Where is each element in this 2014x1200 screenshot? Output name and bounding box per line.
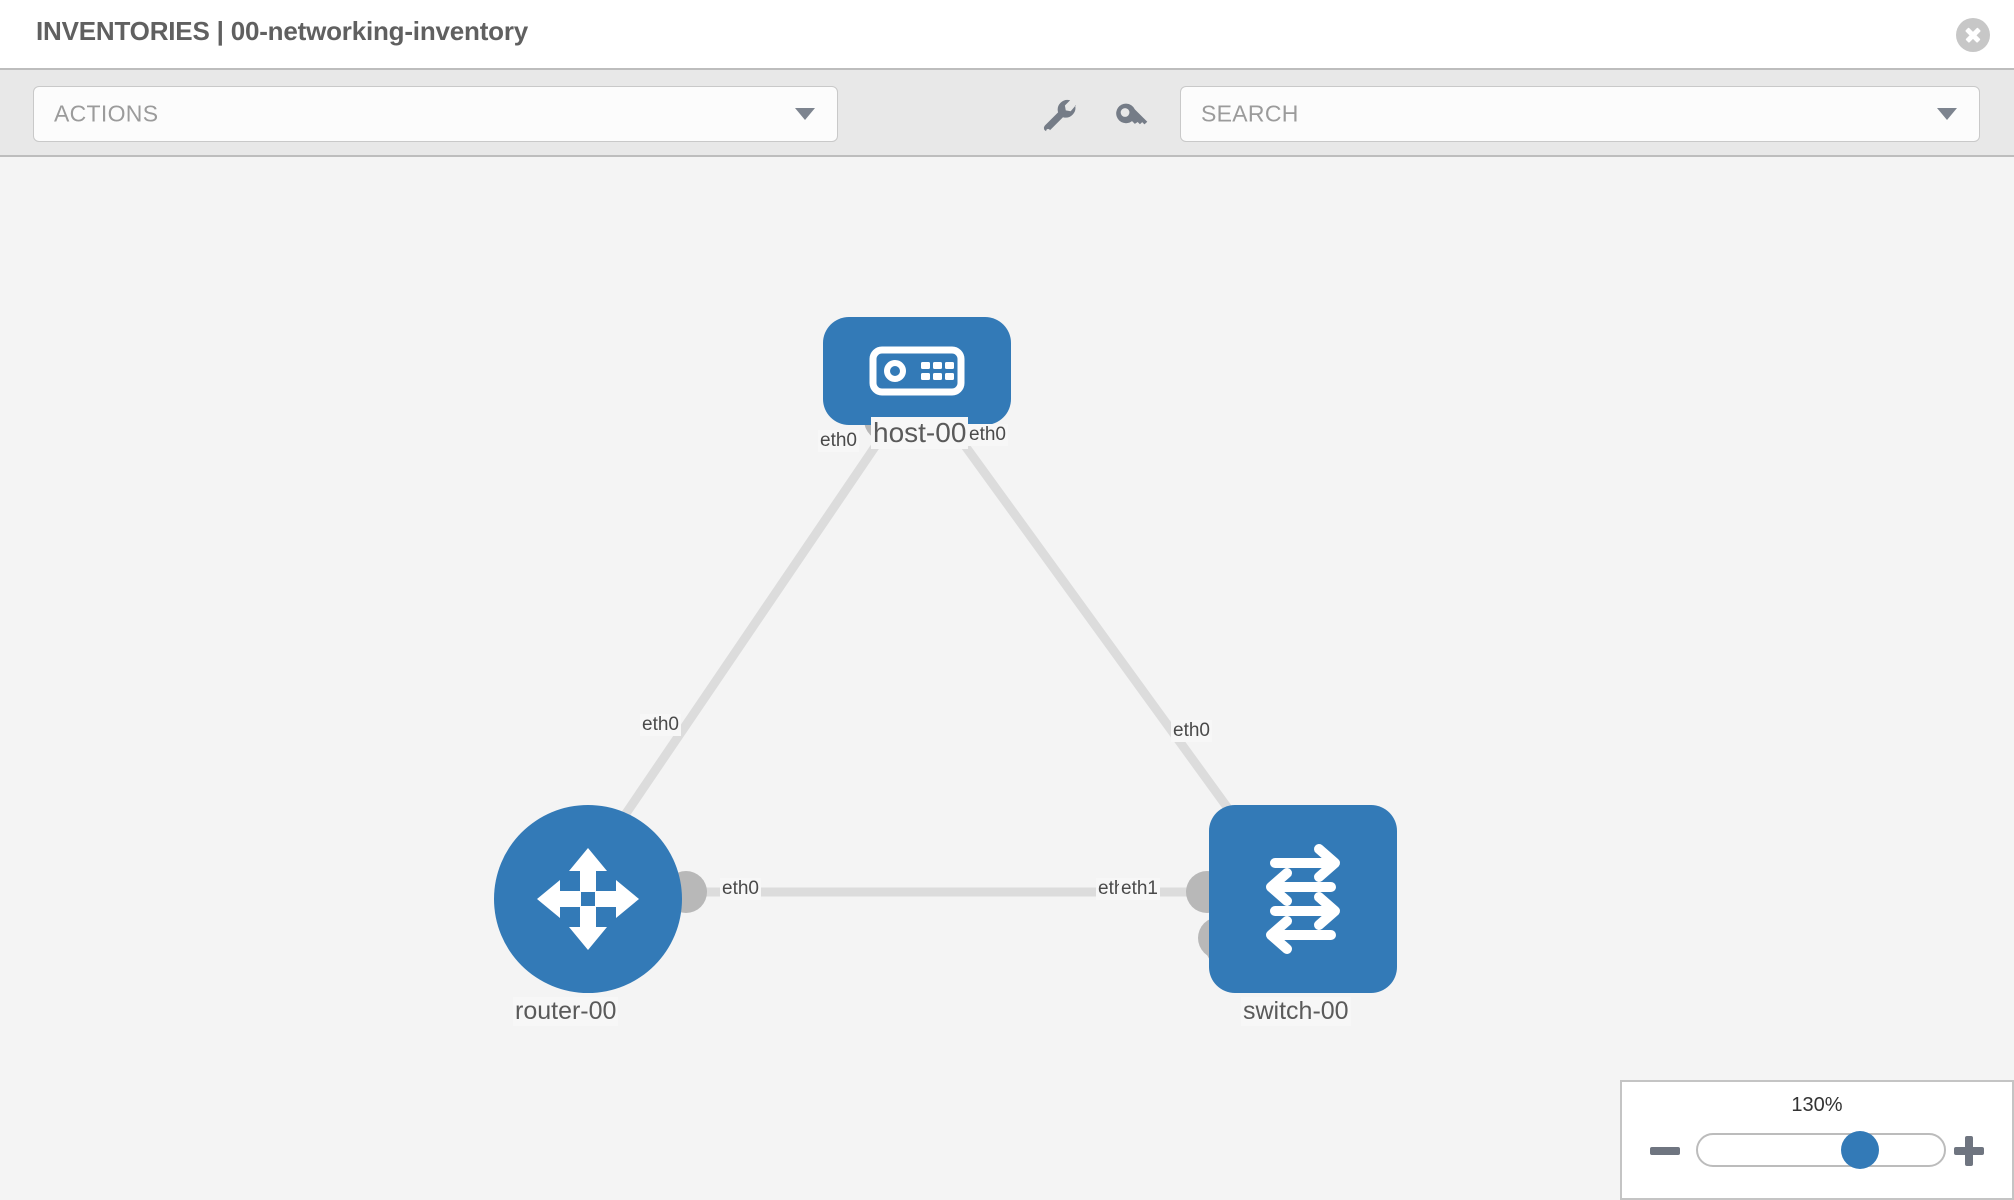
node-router-00-shape[interactable]: [494, 805, 682, 993]
topology-canvas[interactable]: host-00 eth0 eth0: [0, 157, 2014, 1200]
port-label-host-left: eth0: [818, 430, 859, 452]
chevron-down-icon[interactable]: [1937, 108, 1957, 120]
close-icon[interactable]: [1956, 18, 1990, 52]
port-label-switch-left-a: eth: [1096, 878, 1127, 900]
switch-icon: [1266, 844, 1340, 954]
zoom-slider[interactable]: [1696, 1131, 1946, 1169]
chevron-down-icon: [795, 108, 815, 120]
server-icon: [869, 346, 965, 396]
zoom-control-panel: 130%: [1620, 1080, 2014, 1200]
port-label-router-up: eth0: [640, 714, 681, 736]
link-host-switch: [950, 427, 1248, 834]
wrench-icon[interactable]: [1039, 98, 1081, 140]
node-host-00-shape[interactable]: [823, 317, 1011, 425]
router-icon: [537, 848, 639, 950]
zoom-in-button[interactable]: [1954, 1136, 1984, 1166]
actions-dropdown[interactable]: ACTIONS: [33, 86, 838, 142]
page-header: INVENTORIES | 00-networking-inventory: [0, 0, 2014, 68]
node-router-00-label: router-00: [513, 997, 619, 1026]
port-label-host-right: eth0: [967, 424, 1008, 446]
zoom-percent-label: 130%: [1791, 1094, 1843, 1116]
topology-links: [605, 427, 1248, 897]
node-host-00-label: host-00: [871, 417, 969, 449]
port-label-switch-left-b: eth1: [1119, 878, 1160, 900]
page-title: INVENTORIES | 00-networking-inventory: [36, 16, 529, 46]
node-switch-00-label: switch-00: [1241, 997, 1351, 1026]
port-label-router-right: eth0: [720, 878, 761, 900]
zoom-slider-handle[interactable]: [1841, 1131, 1880, 1169]
key-icon[interactable]: [1110, 98, 1152, 140]
link-host-router: [605, 427, 890, 842]
port-label-switch-up: eth0: [1171, 720, 1212, 742]
node-switch-00-shape[interactable]: [1209, 805, 1397, 993]
toolbar: ACTIONS SEARCH: [0, 68, 2014, 157]
actions-dropdown-label: ACTIONS: [54, 100, 159, 127]
search-input[interactable]: SEARCH: [1180, 86, 1980, 142]
zoom-out-button[interactable]: [1650, 1147, 1680, 1155]
search-placeholder: SEARCH: [1201, 100, 1299, 127]
